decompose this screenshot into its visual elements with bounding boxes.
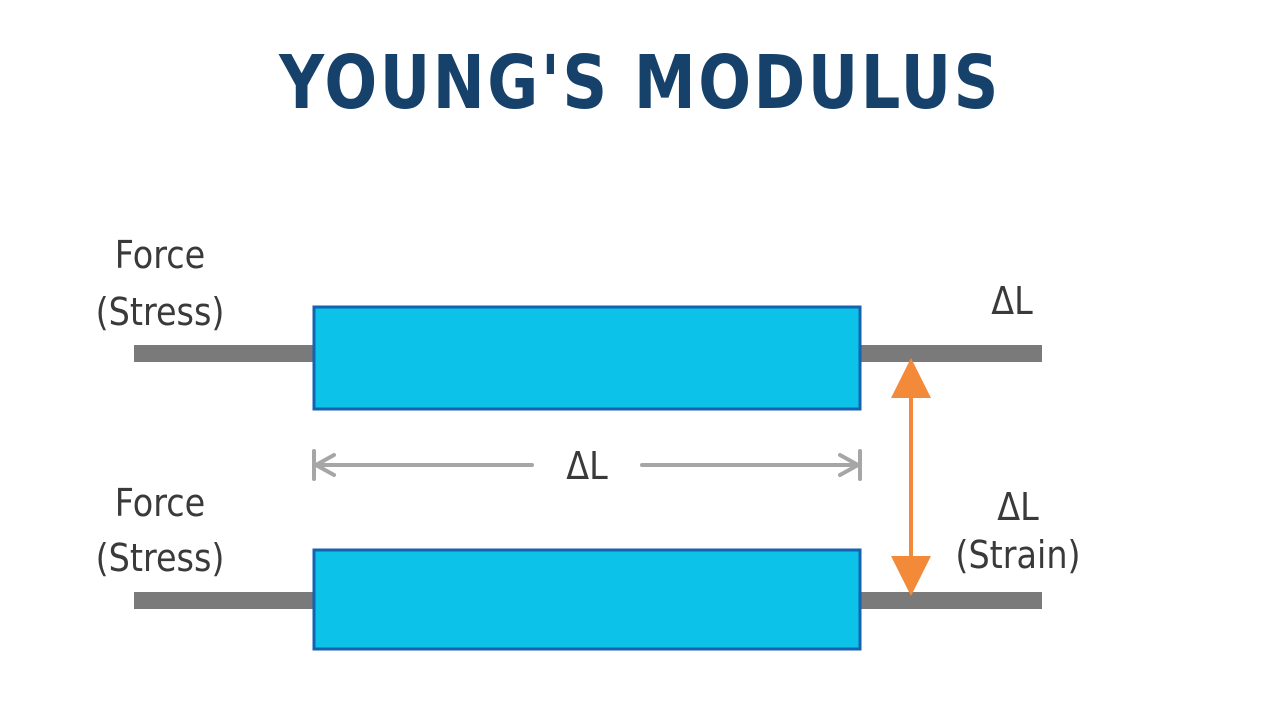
top-right-delta-label: ΔL <box>991 279 1033 323</box>
top-specimen-bar <box>312 305 862 411</box>
bottom-right-delta-label: ΔL <box>997 485 1039 529</box>
top-left-rod <box>134 345 316 362</box>
bottom-left-rod <box>134 592 316 609</box>
diagram-title: YOUNG'S MODULUS <box>279 40 1001 126</box>
bottom-force-label: Force <box>114 481 206 525</box>
bottom-specimen-bar <box>312 548 862 651</box>
top-right-rod <box>860 345 1042 362</box>
length-dimension-arrow <box>312 449 862 481</box>
bottom-stress-label: (Stress) <box>95 536 225 580</box>
middle-delta-label: ΔL <box>566 444 608 488</box>
top-force-label: Force <box>114 233 206 277</box>
bottom-right-rod <box>860 592 1042 609</box>
top-stress-label: (Stress) <box>95 290 225 334</box>
bottom-right-strain-label: (Strain) <box>955 533 1081 577</box>
